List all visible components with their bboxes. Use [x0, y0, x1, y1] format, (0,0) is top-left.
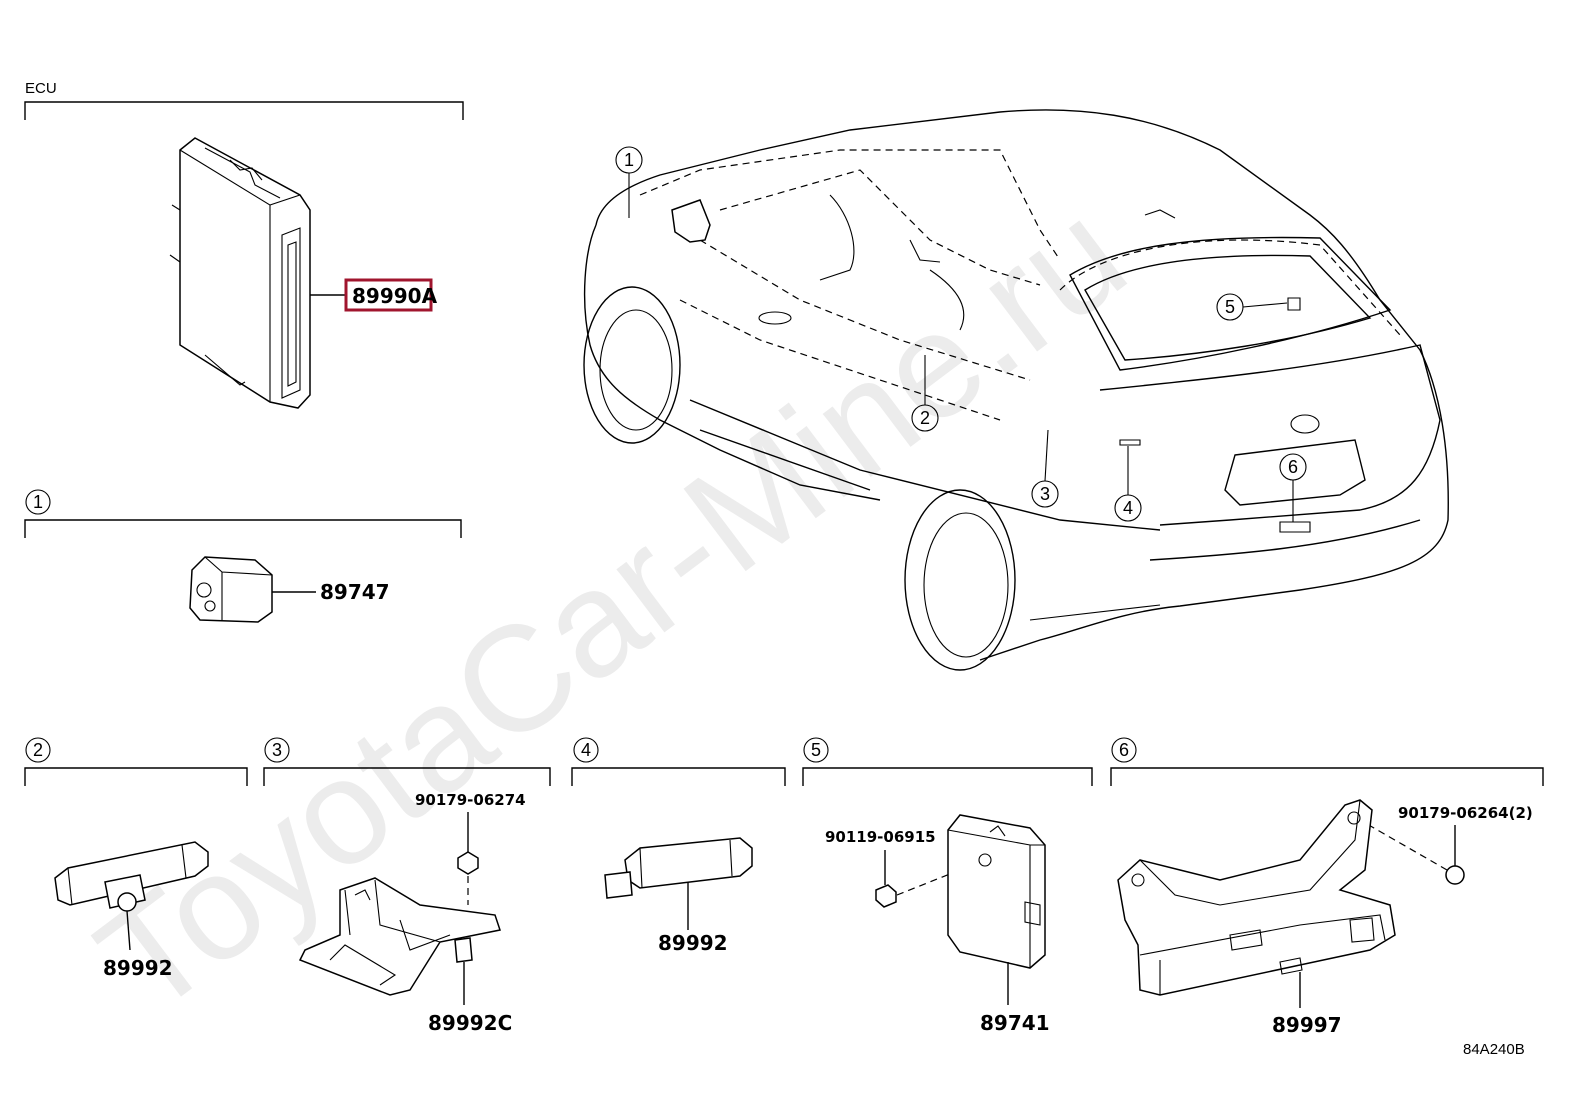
section-1-part-illustration: [189, 556, 273, 623]
section-2: 2 89992: [24, 737, 248, 980]
section-4-number: 4: [581, 740, 591, 760]
section-6: 6 90179-06264(2) 89997: [1110, 737, 1544, 1037]
diagram-code: 84A240B: [1463, 1041, 1525, 1058]
car-callout-3[interactable]: 3: [1031, 429, 1059, 508]
section-5-part-number[interactable]: 89741: [980, 1011, 1050, 1035]
car-callout-5[interactable]: 5: [1216, 293, 1288, 321]
ecu-section: ECU 89990A: [24, 80, 464, 409]
ecu-highlight-box: [344, 278, 433, 312]
section-2-part-illustration: [54, 841, 209, 912]
section-4-part-illustration: [604, 837, 753, 899]
car-callout-2[interactable]: 2: [911, 355, 939, 432]
section-2-number: 2: [33, 740, 43, 760]
section-1-marker: [25, 489, 51, 515]
svg-text:3: 3: [1040, 484, 1050, 504]
section-4: 4 89992: [571, 737, 786, 955]
rear-wheel: [904, 489, 1016, 671]
section-3-part-illustration: [298, 877, 501, 996]
section-3-bolt-number[interactable]: 90179-06274: [415, 791, 526, 809]
section-3-part-number[interactable]: 89992C: [428, 1011, 512, 1035]
section-6-nut-icon: [1445, 865, 1465, 885]
section-6-nut-number[interactable]: 90179-06264(2): [1398, 804, 1533, 822]
svg-text:1: 1: [624, 150, 634, 170]
section-1-bracket: [24, 519, 462, 538]
section-5-number: 5: [811, 740, 821, 760]
front-wheel: [583, 286, 681, 444]
car-callout-1[interactable]: 1: [615, 146, 643, 218]
section-5-bracket: [802, 767, 1093, 786]
vehicle-illustration: 1 2 3 4 5 6: [583, 109, 1449, 671]
svg-text:4: 4: [1123, 498, 1133, 518]
section-6-bracket: [1110, 767, 1544, 786]
section-5-bolt-number[interactable]: 90119-06915: [825, 828, 936, 846]
section-3-bolt-icon: [457, 851, 479, 875]
ecu-module-illustration: [169, 137, 311, 409]
section-6-part-illustration: [1117, 799, 1396, 996]
section-4-bracket: [571, 767, 786, 786]
svg-text:6: 6: [1288, 457, 1298, 477]
section-5-bolt-icon: [875, 884, 897, 908]
car-callout-6[interactable]: 6: [1279, 453, 1311, 533]
section-4-part-number[interactable]: 89992: [658, 931, 728, 955]
ecu-section-title: ECU: [25, 80, 57, 97]
section-2-leader-line: [126, 910, 131, 951]
svg-text:5: 5: [1225, 297, 1235, 317]
ecu-part-number[interactable]: 89990A: [352, 284, 438, 308]
section-3: 3 90179-06274 89992C: [263, 737, 551, 1035]
section-5: 5 90119-06915 89741: [802, 737, 1093, 1035]
section-1-number: 1: [33, 492, 43, 512]
section-3-bracket: [263, 767, 551, 786]
section-1: 1 89747: [24, 489, 462, 623]
section-5-part-illustration: [947, 814, 1046, 969]
section-2-part-number[interactable]: 89992: [103, 956, 173, 980]
section-3-number: 3: [272, 740, 282, 760]
car-callout-4[interactable]: 4: [1114, 446, 1142, 522]
section-6-number: 6: [1119, 740, 1129, 760]
section-6-part-number[interactable]: 89997: [1272, 1013, 1342, 1037]
svg-text:2: 2: [920, 408, 930, 428]
section-2-bracket: [24, 767, 248, 786]
section-1-part-number[interactable]: 89747: [320, 580, 390, 604]
ecu-bracket: [24, 101, 464, 120]
